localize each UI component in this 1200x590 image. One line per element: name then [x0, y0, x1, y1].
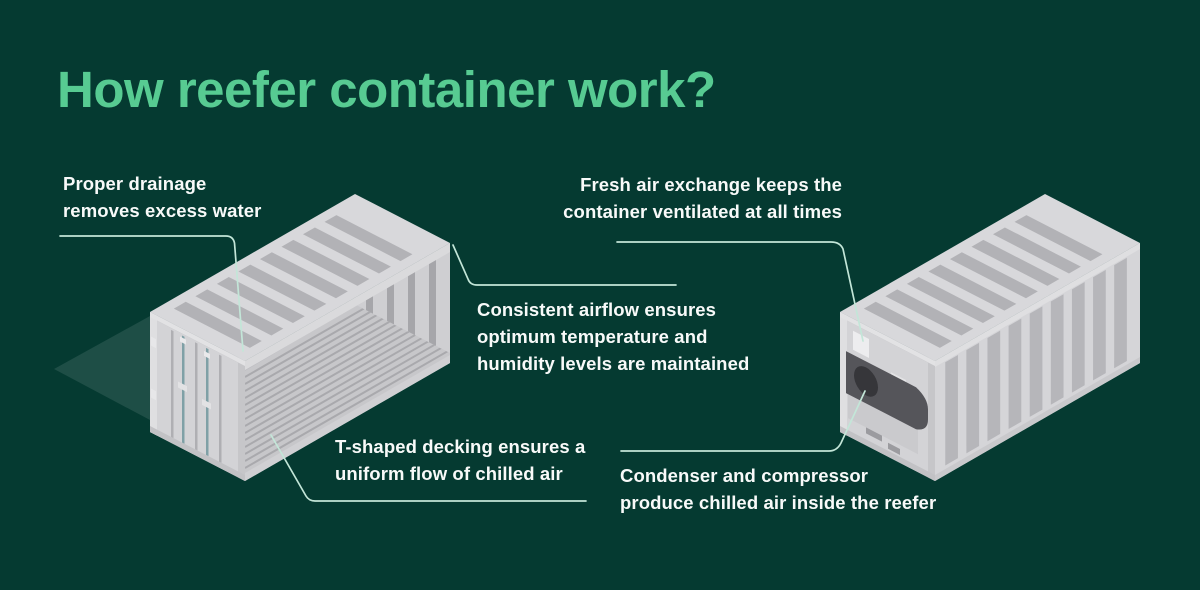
leader-lines [59, 235, 866, 502]
container-side-corrugated [935, 243, 1140, 481]
leader-decking [270, 434, 587, 502]
interior-wall-slats [366, 251, 436, 353]
light-beam [54, 316, 150, 420]
condenser-fan [854, 366, 878, 397]
fresh-air-vent [853, 330, 869, 358]
annotation-decking: T-shaped decking ensures a uniform flow … [335, 436, 586, 484]
cutaway-container-illustration [150, 194, 450, 481]
annotation-drainage: Proper drainage removes excess water [63, 173, 262, 221]
leader-airflow [452, 244, 677, 286]
leader-condenser [620, 390, 866, 452]
page-title: How reefer container work? [57, 61, 716, 118]
closed-container-illustration [840, 194, 1140, 481]
t-decking-stripes [245, 305, 450, 469]
roof-fascia [150, 312, 245, 366]
condenser-lower-panel [848, 390, 918, 455]
bottom-rail [245, 355, 450, 481]
top-rail [245, 243, 450, 370]
leader-fresh-air [616, 241, 864, 342]
container-roof [840, 194, 1140, 361]
interior-end-wall [356, 251, 450, 353]
roof-fascia [840, 312, 935, 366]
annotation-fresh-air: Fresh air exchange keeps the container v… [563, 174, 842, 222]
annotation-airflow: Consistent airflow ensures optimum tempe… [477, 299, 750, 374]
annotation-condenser: Condenser and compressor produce chilled… [620, 465, 937, 513]
leader-drainage [59, 235, 244, 352]
